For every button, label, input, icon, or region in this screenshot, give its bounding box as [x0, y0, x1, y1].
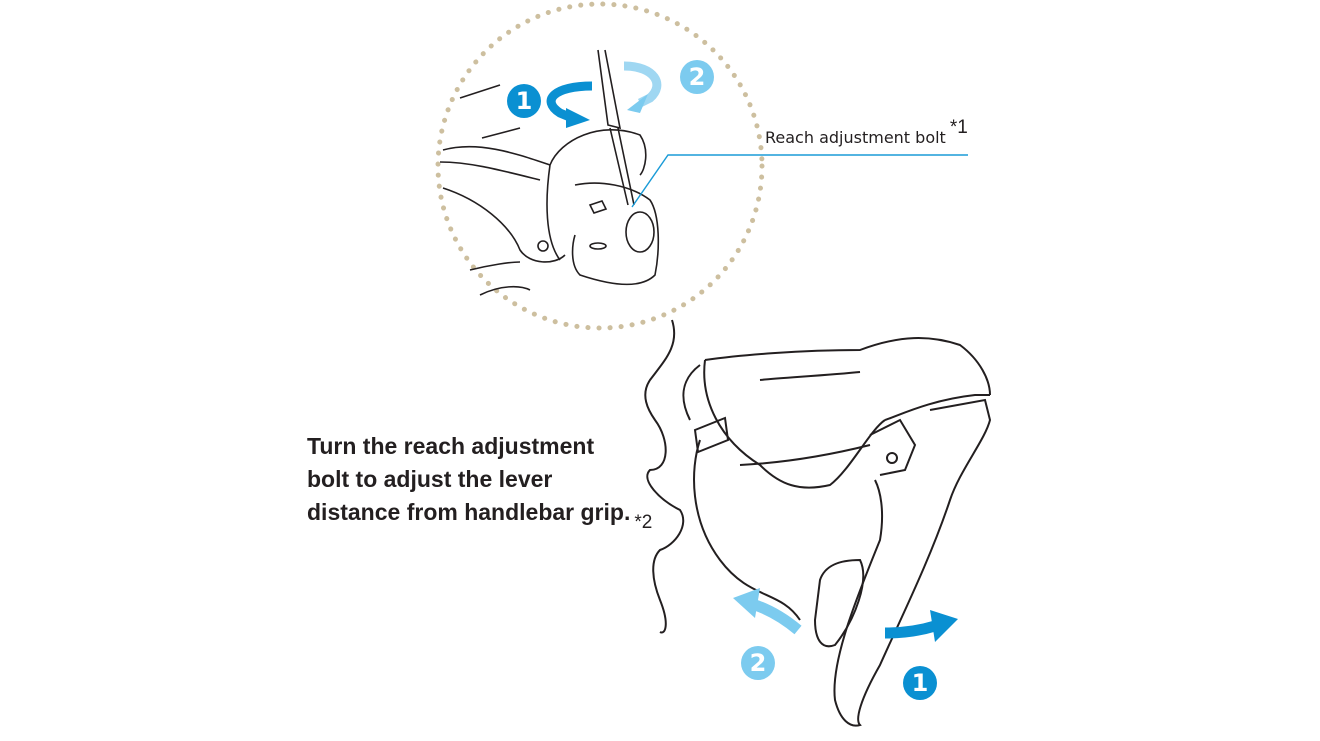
- caption-line: bolt to adjust the lever: [307, 463, 652, 496]
- instruction-caption: Turn the reach adjustment bolt to adjust…: [307, 430, 652, 533]
- callout-footnote-marker: *1: [949, 117, 968, 138]
- rotate-arrow-2: [623, 61, 662, 108]
- lever-arrow-1-head: [930, 610, 958, 642]
- lever-arrow-2: [750, 598, 802, 635]
- lever-arrow-1: [884, 620, 937, 639]
- caption-line-text: bolt to adjust the lever: [307, 466, 553, 492]
- step-2-badge-detail: 2: [680, 60, 714, 94]
- detail-lever: [439, 49, 660, 296]
- lever-arrow-2-head: [733, 588, 760, 618]
- caption-line-text: distance from handlebar grip.: [307, 499, 631, 525]
- detail-circle: [435, 1, 765, 331]
- step-1-badge: 1: [903, 666, 937, 700]
- caption-line: distance from handlebar grip.*2: [307, 496, 652, 533]
- rotate-arrow-2-head: [627, 94, 648, 113]
- callout: Reach adjustment bolt*1: [765, 117, 968, 147]
- callout-label: Reach adjustment bolt: [765, 128, 946, 147]
- caption-line-text: Turn the reach adjustment: [307, 433, 595, 459]
- leader-line: [631, 154, 968, 208]
- step-1-badge-detail: 1: [507, 84, 541, 118]
- rotate-arrow-1-head: [566, 108, 590, 128]
- caption-footnote-marker: *2: [634, 512, 653, 533]
- caption-line: Turn the reach adjustment: [307, 430, 652, 463]
- main-lever: [644, 319, 992, 727]
- step-2-badge: 2: [741, 646, 775, 680]
- rotate-arrow-1: [546, 81, 593, 123]
